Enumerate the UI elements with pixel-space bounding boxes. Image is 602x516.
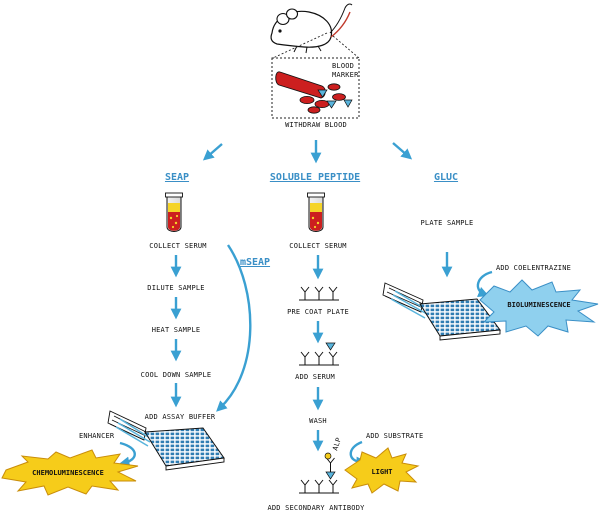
chemoluminescence-burst-icon (1, 449, 139, 496)
bioluminescence-burst-icon (479, 279, 599, 337)
blood-marker-label-2: MARKER (332, 71, 359, 79)
blood-cells-icon (275, 71, 346, 114)
seap-heading: SEAP (165, 172, 189, 183)
gluc-heading: GLUC (434, 172, 458, 183)
mouse-icon (270, 3, 353, 54)
gluc-step-plate-sample: PLATE SAMPLE (421, 219, 474, 227)
enhancer-label: ENHANCER (79, 432, 115, 440)
soluble-serum-tube-icon (307, 192, 325, 232)
blood-marker-label-1: BLOOD (332, 62, 354, 70)
withdraw-blood-label: WITHDRAW BLOOD (285, 121, 347, 129)
add-substrate-label: ADD SUBSTRATE (366, 432, 423, 440)
coelentrazine-arrow (476, 270, 493, 297)
enhancer-arrow (118, 441, 136, 468)
soluble-step-pre-coat-plate: PRE COAT PLATE (287, 308, 349, 316)
light-burst-icon (344, 447, 420, 494)
arrow-to-seap (202, 143, 223, 161)
soluble-step-wash: WASH (309, 417, 327, 425)
serum-bound-plate-icon (299, 342, 339, 366)
soluble-step-add-secondary-antibody: ADD SECONDARY ANTIBODY (267, 504, 365, 512)
seap-serum-tube-icon (165, 192, 183, 232)
seap-step-collect-serum: COLLECT SERUM (149, 242, 206, 250)
gluc-microplate-icon (419, 298, 501, 341)
chemoluminescence-label: CHEMOLUMINESCENCE (32, 469, 104, 477)
zoom-line (272, 32, 360, 59)
alp-label: ALP (331, 437, 343, 452)
soluble-step-collect-serum: COLLECT SERUM (289, 242, 346, 250)
seap-step-dilute-sample: DILUTE SAMPLE (147, 284, 204, 292)
seap-step-heat-sample: HEAT SAMPLE (152, 326, 201, 334)
gluc-multichannel-pipette-icon (382, 282, 428, 319)
soluble-step-add-serum: ADD SERUM (295, 373, 335, 381)
seap-microplate-icon (144, 427, 225, 471)
arrow-to-gluc (392, 142, 413, 160)
coated-antibody-plate-icon (299, 286, 339, 301)
soluble-peptide-heading: SOLUBLE PEPTIDE (270, 172, 360, 183)
add-coelentrazine-label: ADD COELENTRAZINE (496, 264, 571, 272)
secondary-antibody-plate-icon (299, 452, 339, 494)
seap-step-cool-down: COOL DOWN SAMPLE (141, 371, 212, 379)
seap-multichannel-pipette-icon (107, 410, 151, 447)
seap-step-add-assay-buffer: ADD ASSAY BUFFER (145, 413, 216, 421)
bioluminescence-label: BIOLUMINESCENCE (507, 301, 570, 309)
light-label: LIGHT (371, 468, 392, 476)
mseap-curve-arrow (216, 244, 252, 412)
blood-marker-icon (317, 89, 353, 109)
mseap-label: mSEAP (240, 257, 270, 268)
